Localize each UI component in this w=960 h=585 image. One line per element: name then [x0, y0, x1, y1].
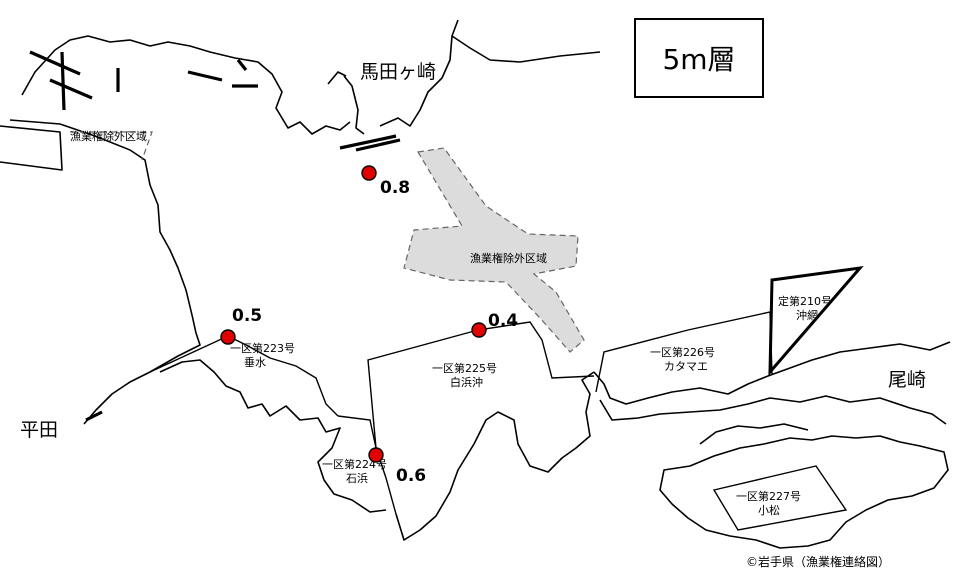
boundary-zone-210 — [768, 265, 864, 377]
exclusion-label-center: 漁業権除外区域 — [470, 251, 547, 265]
zone-225-line1: 一区第225号 — [432, 361, 497, 375]
zone-210-line2: 沖網 — [796, 308, 818, 322]
zone-224-line2: 石浜 — [346, 472, 368, 485]
place-label-umadagasaki: 馬田ヶ崎 — [360, 61, 436, 83]
zone-227-line1: 一区第227号 — [736, 489, 801, 503]
boundary-zone-225 — [367, 321, 595, 449]
pier-9 — [355, 138, 401, 152]
place-label-heita: 平田 — [20, 419, 58, 441]
zone-210-line1: 定第210号 — [778, 294, 832, 308]
station-value-ishihama: 0.6 — [396, 466, 426, 486]
zone-223-line2: 垂水 — [244, 356, 266, 369]
zone-225-line2: 白浜沖 — [450, 375, 483, 389]
map-credit: ©岩手県（漁業権連絡図） — [746, 554, 890, 569]
coastline-north — [9, 19, 601, 334]
exclusion-zone-band — [403, 147, 585, 353]
coastline-central — [395, 371, 595, 541]
station-marker-ishihama — [368, 447, 384, 463]
station-value-umadagasaki: 0.8 — [380, 178, 410, 198]
station-marker-umadagasaki — [361, 165, 377, 181]
pier-5 — [187, 70, 223, 82]
place-label-ozaki: 尾崎 — [888, 369, 926, 391]
harbour-wall — [0, 125, 63, 171]
coastline-southwest — [83, 332, 387, 513]
station-value-tarumizu: 0.5 — [232, 306, 262, 326]
pier-8 — [339, 134, 397, 150]
pier-2 — [49, 78, 93, 100]
zone-226-line2: カタマエ — [664, 360, 708, 373]
pier-10 — [85, 410, 103, 422]
zone-227-line2: 小松 — [758, 503, 780, 517]
coastline-east-bay — [699, 423, 809, 445]
pier-3 — [60, 51, 66, 111]
pier-1 — [29, 50, 81, 76]
zone-226-line1: 一区第226号 — [650, 345, 715, 359]
coastline-east — [593, 341, 951, 425]
station-value-shirahama-oki: 0.4 — [488, 311, 518, 331]
exclusion-zone-left — [70, 131, 153, 161]
exclusion-label-north: 漁業権除外区域 — [70, 129, 147, 143]
station-marker-shirahama-oki — [471, 322, 487, 338]
coastline-southeast — [659, 435, 949, 549]
depth-layer-label: 5m層 — [634, 18, 764, 98]
pier-7 — [236, 59, 248, 71]
station-marker-tarumizu — [220, 329, 236, 345]
boundary-zone-227 — [712, 465, 848, 531]
zone-223-line1: 一区第223号 — [230, 341, 295, 355]
